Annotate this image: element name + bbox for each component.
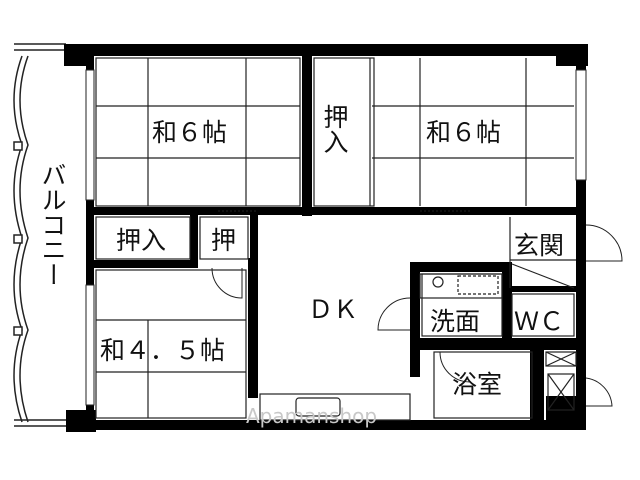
oshiire-left-label: 押入	[116, 226, 167, 255]
door-swings	[211, 210, 623, 407]
wc-label: ＷＣ	[514, 307, 565, 336]
washitsu-6jo-right-label: 和６帖	[426, 118, 502, 147]
senmen-label: 洗面	[430, 307, 481, 336]
balcony-railing	[13, 43, 66, 427]
interior-lines	[95, 57, 577, 421]
balcony-label: バルコニー	[38, 162, 67, 287]
dk-label: ＤＫ	[308, 295, 359, 324]
left-windows	[85, 69, 587, 406]
watermark: Apamanshop	[246, 404, 378, 428]
yokushitsu-label: 浴室	[452, 370, 503, 399]
washitsu-6jo-left-label: 和６帖	[152, 118, 228, 147]
washitsu-4-5jo-label: 和４．５帖	[100, 336, 226, 365]
oshiire-right-label: 押入	[320, 104, 349, 154]
oshi-label: 押	[211, 226, 237, 255]
genkan-label: 玄関	[514, 231, 565, 260]
